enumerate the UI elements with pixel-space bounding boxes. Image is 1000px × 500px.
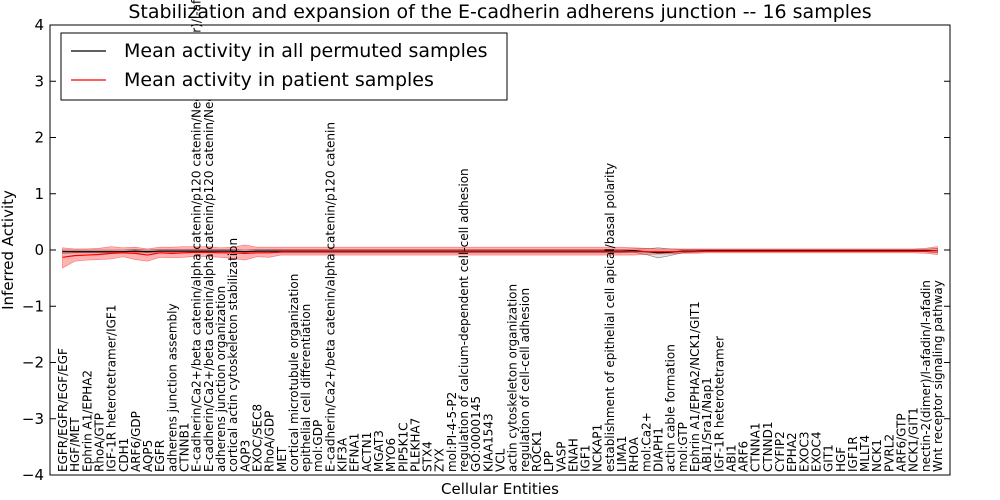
x-tick-label: regulation of calcium-dependent cell-cel… <box>457 168 471 472</box>
x-tick-label: CDH1 <box>117 438 131 472</box>
y-tick-label: 1 <box>34 185 44 203</box>
x-tick-label: RHOA <box>627 436 641 472</box>
x-tick-label: IGF1R <box>846 436 860 472</box>
x-tick-label: AQP5 <box>141 440 155 472</box>
y-tick-label: 0 <box>34 241 44 259</box>
x-tick-label: epithelial cell differentiation <box>299 304 313 472</box>
x-tick-label: MLLT4 <box>858 435 872 472</box>
x-tick-label: PVRL2 <box>882 434 896 472</box>
x-tick-label: IGF-1R heterotetramer <box>712 336 726 472</box>
x-tick-label: Wnt receptor signaling pathway <box>931 280 945 472</box>
x-tick-label: CTNNB1 <box>178 422 192 472</box>
x-tick-label: EPHA2 <box>785 432 799 472</box>
x-tick-label: CTNNA1 <box>749 422 763 472</box>
x-tick-label: VASP <box>554 441 568 472</box>
x-tick-label: MET <box>275 446 289 472</box>
x-tick-label: ABI1/Sra1/Nap1 <box>700 377 714 472</box>
x-tick-label: EFNA1 <box>348 433 362 472</box>
x-axis-label: Cellular Entities <box>441 480 559 498</box>
x-tick-label: EXOC/SEC8 <box>250 404 264 472</box>
x-tick-label: EXOC3 <box>797 432 811 473</box>
x-tick-label: EXOC4 <box>809 432 823 473</box>
x-tick-label: cortical actin cytoskeleton stabilizatio… <box>226 238 240 472</box>
x-tick-label: ABI1 <box>724 444 738 472</box>
x-tick-label: LPP <box>542 451 556 472</box>
x-tick-label: PLEKHA7 <box>408 418 422 472</box>
x-tick-label: EGFR <box>153 440 167 472</box>
x-tick-label: KIAA1543 <box>481 413 495 472</box>
x-tick-label: E-cadherin/Ca2+/beta catenin/alpha caten… <box>190 0 204 472</box>
x-tick-label: adherens junction assembly <box>165 303 179 472</box>
x-tick-label: E-cadherin/Ca2+/beta catenin/alpha caten… <box>202 79 216 472</box>
x-tick-label: adherens junction organization <box>214 286 228 472</box>
x-tick-label: HGF/MET <box>68 417 82 472</box>
x-tick-label: MYO6 <box>384 438 398 472</box>
x-tick-label: mol:GDP <box>311 420 325 472</box>
x-tick-label: HGF <box>834 447 848 472</box>
x-tick-label: mol:PI-4-5-P2 <box>445 392 459 472</box>
legend-label-permuted: Mean activity in all permuted samples <box>124 40 487 62</box>
x-tick-label: AQP3 <box>238 440 252 472</box>
x-tick-label: ARF6/GDP <box>129 411 143 472</box>
x-tick-label: IGF1 <box>579 445 593 472</box>
y-tick-label: 4 <box>34 16 44 34</box>
x-tick-label: IGF-1R heterotetramer/IGF1 <box>105 305 119 472</box>
x-tick-label: DIAPH1 <box>651 427 665 472</box>
y-axis-ticks: 4 3 2 1 0 −1 −2 −3 −4 <box>22 16 950 484</box>
x-tick-label: actin cytoskeleton organization <box>506 284 520 472</box>
x-tick-label: NCKAP1 <box>591 424 605 472</box>
x-tick-label: ENAH <box>566 438 580 472</box>
y-tick-label: −3 <box>22 410 44 428</box>
x-tick-label: RhoA/GTP <box>92 413 106 472</box>
x-tick-label: mol:Ca2+ <box>639 412 653 472</box>
x-tick-label: cortical microtubule organization <box>287 274 301 472</box>
x-tick-label: GIT1 <box>822 444 836 472</box>
chart-title: Stabilization and expansion of the E-cad… <box>128 1 871 23</box>
legend: Mean activity in all permuted samples Me… <box>60 32 508 101</box>
x-tick-label: LIMA1 <box>615 436 629 472</box>
x-tick-label: CYFIP2 <box>773 431 787 472</box>
y-tick-label: 3 <box>34 72 44 90</box>
x-tick-label: NCK1 <box>870 439 884 472</box>
x-tick-label: establishment of epithelial cell apical/… <box>603 163 617 472</box>
y-tick-label: 2 <box>34 129 44 147</box>
legend-box <box>60 32 508 101</box>
x-tick-label: mol:GTP <box>676 422 690 472</box>
x-tick-label: GO:0000145 <box>469 396 483 472</box>
x-tick-label: ARF6 <box>737 441 751 472</box>
line-series-1 <box>62 249 938 258</box>
x-tick-label: ROCK1 <box>530 430 544 472</box>
plot-frame <box>49 24 951 476</box>
x-tick-label: RhoA/GDP <box>263 411 277 472</box>
x-tick-label: MGAT3 <box>372 430 386 472</box>
x-tick-label: ARF6/GTP <box>895 413 909 472</box>
y-tick-label: −1 <box>22 297 44 315</box>
x-tick-label: CTNND1 <box>761 421 775 472</box>
x-tick-label: PIP5K1C <box>396 422 410 472</box>
y-tick-label: −2 <box>22 354 44 372</box>
x-tick-label: ZYX <box>433 448 447 472</box>
series-lines <box>62 249 938 258</box>
x-tick-label: Ephrin A1/EPHA2 <box>80 370 94 472</box>
x-tick-label: E-cadherin/Ca2+/beta catenin/alpha caten… <box>323 122 337 472</box>
x-tick-label: nectin-2(dimer)/l-afadin/l-afadin <box>919 280 933 472</box>
x-tick-label: ACTN1 <box>360 432 374 472</box>
y-tick-label: −4 <box>22 466 44 484</box>
x-tick-label: NCK1/GIT1 <box>907 407 921 472</box>
x-tick-label: Ephrin A1/EPHA2/NCK1/GIT1 <box>688 301 702 472</box>
x-tick-label: KIF3A <box>336 437 350 472</box>
y-axis-label: Inferred Activity <box>0 190 17 310</box>
legend-label-patient: Mean activity in patient samples <box>124 69 434 91</box>
x-tick-label: actin cable formation <box>664 344 678 472</box>
x-tick-label: regulation of cell-cell adhesion <box>518 288 532 472</box>
x-tick-label: STX4 <box>421 441 435 472</box>
x-tick-label: VCL <box>494 448 508 472</box>
x-tick-label: EGFR/EGFR/EGF/EGF <box>56 348 70 472</box>
